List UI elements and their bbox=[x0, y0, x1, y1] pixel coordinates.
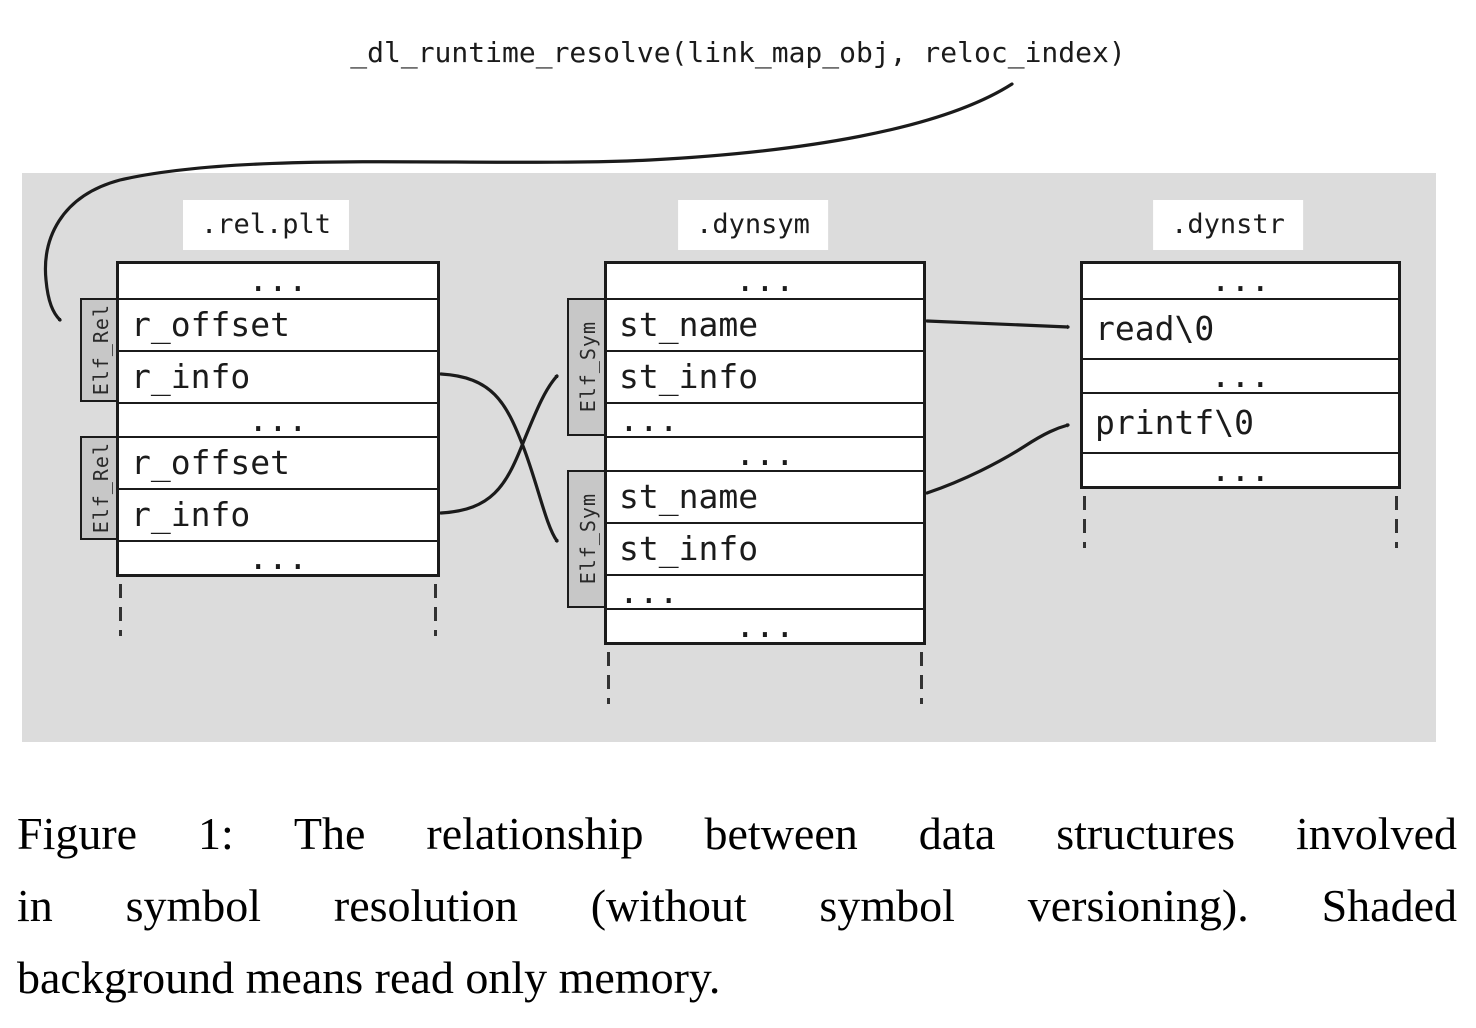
section-title-dynstr: .dynstr bbox=[1153, 200, 1303, 250]
caption-line-3: background means read only memory. bbox=[17, 952, 721, 1003]
dynsym-table: ... st_name st_info ... ... st_name st_i… bbox=[604, 261, 926, 645]
dynsym-row-st-name: st_name bbox=[607, 298, 923, 350]
section-title-relplt: .rel.plt bbox=[182, 200, 350, 250]
function-call-label: _dl_runtime_resolve(link_map_obj, reloc_… bbox=[350, 36, 1126, 69]
dynstr-table: ... read\0 ... printf\0 ... bbox=[1080, 261, 1401, 489]
elf-sym-tab-2-label: Elf_Sym bbox=[576, 493, 600, 585]
elf-sym-tab-2: Elf_Sym bbox=[567, 470, 609, 608]
relplt-row-ellipsis: ... bbox=[119, 540, 437, 574]
relplt-row-r-info: r_info bbox=[119, 488, 437, 540]
relplt-table: ... r_offset r_info ... r_offset r_info … bbox=[116, 261, 440, 577]
dynsym-row-ellipsis-left: ... bbox=[607, 574, 923, 608]
caption-line-1: Figure 1: The relationship between data … bbox=[17, 808, 1457, 859]
dynsym-row-ellipsis: ... bbox=[735, 264, 795, 298]
dynstr-row-ellipsis: ... bbox=[1083, 358, 1398, 392]
diagram-area: _dl_runtime_resolve(link_map_obj, reloc_… bbox=[22, 36, 1436, 742]
dynstr-row-read: read\0 bbox=[1083, 298, 1398, 358]
relplt-row-r-offset: r_offset bbox=[119, 298, 437, 350]
dynsym-row-st-name: st_name bbox=[607, 470, 923, 522]
section-title-dynsym: .dynsym bbox=[678, 200, 828, 250]
relplt-row-ellipsis: ... bbox=[119, 402, 437, 436]
caption-line-2: in symbol resolution (without symbol ver… bbox=[17, 880, 1457, 931]
dynsym-row-st-info: st_info bbox=[607, 350, 923, 402]
dynsym-row-ellipsis: ... bbox=[607, 436, 923, 470]
relplt-row-r-offset: r_offset bbox=[119, 436, 437, 488]
elf-sym-tab-1: Elf_Sym bbox=[567, 298, 609, 436]
elf-rel-tab-1: Elf_Rel bbox=[80, 298, 121, 402]
dynsym-row-st-info: st_info bbox=[607, 522, 923, 574]
elf-sym-tab-1-label: Elf_Sym bbox=[576, 321, 600, 413]
dynsym-row-ellipsis-left: ... bbox=[607, 402, 923, 436]
dynsym-row-ellipsis: ... bbox=[607, 608, 923, 642]
dynstr-row-ellipsis: ... bbox=[1210, 264, 1271, 298]
elf-rel-tab-1-label: Elf_Rel bbox=[88, 304, 113, 396]
relplt-row-r-info: r_info bbox=[119, 350, 437, 402]
dynstr-row-ellipsis: ... bbox=[1083, 452, 1398, 486]
elf-rel-tab-2-label: Elf_Rel bbox=[88, 442, 113, 534]
dynstr-row-printf: printf\0 bbox=[1083, 392, 1398, 452]
relplt-row-ellipsis: ... bbox=[248, 264, 308, 298]
figure-caption: Figure 1: The relationship between data … bbox=[17, 798, 1457, 1014]
elf-rel-tab-2: Elf_Rel bbox=[80, 436, 121, 540]
